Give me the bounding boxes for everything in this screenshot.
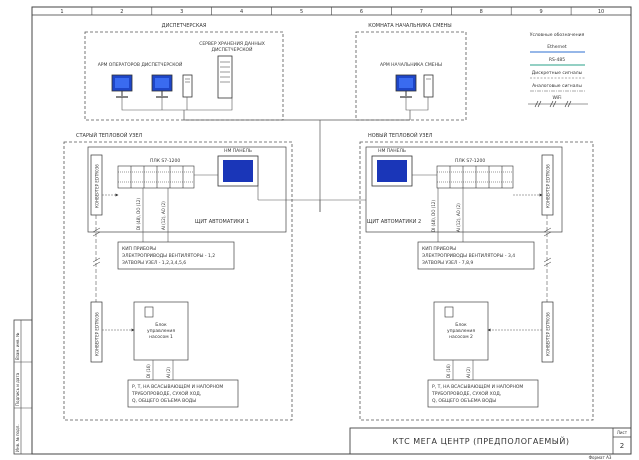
old-devices-line-3: ЗАТВОРЫ УЗЕЛ - 1,2,3,4,5,6 — [122, 260, 186, 266]
new-converter-bottom-label: КОНВЕРТЕР EDTR036 — [546, 312, 551, 356]
new-pump-line-1: Блок — [455, 322, 467, 328]
legend: Условные обозначения Ethernet RS-485 Дис… — [528, 32, 588, 108]
sheet-number: 2 — [620, 442, 624, 450]
ruler-column-number: 1 — [60, 9, 63, 15]
old-plc-label: ПЛК S7-1200 — [150, 158, 180, 164]
server-label-1: СЕРВЕР ХРАНЕНИЯ ДАННЫХ — [199, 41, 265, 47]
old-io-b: AI (12), AO (2) — [161, 201, 166, 230]
old-devices-line-1: КИП ПРИБОРЫ — [122, 246, 156, 252]
new-hmi-panel-icon — [371, 155, 413, 187]
column-ruler: 1 2 3 4 5 6 7 8 9 10 — [31, 6, 632, 16]
left-stamp: Инв. № подл. Подпись и дата Взам. инв. № — [13, 319, 33, 455]
plc-links — [102, 186, 366, 212]
operator-monitor-icon — [151, 74, 173, 98]
legend-title: Условные обозначения — [530, 32, 585, 38]
old-sensor-line-2: ТРУБОПРОВОДЕ, СУХОЙ ХОД, — [131, 390, 201, 397]
chief-monitor-icon — [395, 74, 417, 98]
operator-tower-icon — [182, 74, 193, 98]
new-sensor-line-2: ТРУБОПРОВОДЕ, СУХОЙ ХОД, — [431, 390, 501, 397]
new-pump-line-2: управления — [447, 329, 475, 334]
old-pump-line-2: управления — [147, 329, 175, 334]
old-heat-node: СТАРЫЙ ТЕПЛОВОЙ УЗЕЛ ЩИТ АВТОМАТИКИ 1 КО… — [63, 132, 293, 421]
chief-ws-label: АРМ НАЧАЛЬНИКА СМЕНЫ — [380, 62, 442, 68]
new-cabinet-label: ЩИТ АВТОМАТИКИ 2 — [367, 219, 421, 225]
ruler-column-number: 6 — [360, 9, 363, 15]
new-converter-top — [541, 154, 554, 216]
new-devices-line-2: ЭЛЕКТРОПРИВОДЫ ВЕНТИЛЯТОРЫ - 3,4 — [422, 253, 515, 259]
new-devices-line-1: КИП ПРИБОРЫ — [422, 246, 456, 252]
new-io-a: DI (48), DO (12) — [431, 200, 436, 232]
new-sensor-line-3: Q, ОБЩЕГО ОБЪЕМА ВОДЫ — [432, 398, 496, 404]
new-sensor-line-1: Р, Т, НА ВСАСЫВАЮЩЕМ И НАПОРНОМ — [432, 384, 523, 390]
title-block-title: КТС МЕГА ЦЕНТР (ПРЕДПОЛОГАЕМЫЙ) — [393, 435, 570, 446]
ruler-column-number: 4 — [240, 9, 243, 15]
old-converter-bottom-label: КОНВЕРТЕР EDTR036 — [95, 312, 100, 356]
new-heat-node: НОВЫЙ ТЕПЛОВОЙ УЗЕЛ ЩИТ АВТОМАТИКИ 2 НМ … — [359, 132, 594, 421]
stamp-label-inv: Инв. № подл. — [15, 424, 20, 452]
ruler-column-number: 9 — [540, 9, 543, 15]
title-block: КТС МЕГА ЦЕНТР (ПРЕДПОЛОГАЕМЫЙ) Лист 2 Ф… — [349, 427, 632, 460]
new-pump-line-3: насосом 2 — [449, 334, 473, 340]
new-node-title: НОВЫЙ ТЕПЛОВОЙ УЗЕЛ — [368, 132, 433, 139]
operator-ws-label: АРМ ОПЕРАТОРОВ ДИСПЕТЧЕРСКОЙ — [98, 61, 183, 68]
old-converter-top-label: КОНВЕРТЕР EDTR036 — [95, 164, 100, 208]
ethernet-backbone — [183, 110, 411, 212]
legend-item-rs485: RS-485 — [549, 57, 565, 63]
old-io-d: AI (2) — [166, 367, 171, 378]
new-plc-label: ПЛК S7-1200 — [455, 158, 485, 164]
chief-room-label: КОМНАТА НАЧАЛЬНИКА СМЕНЫ — [368, 23, 451, 29]
legend-item-wifi: WiFi — [552, 95, 561, 101]
old-io-c: DI (16) — [146, 364, 151, 378]
legend-item-discrete: Дискретные сигналы — [532, 70, 583, 76]
old-cabinet-label: ЩИТ АВТОМАТИКИ 1 — [195, 219, 249, 225]
stamp-label-repl: Взам. инв. № — [15, 333, 20, 360]
old-hmi-panel-icon — [217, 155, 259, 187]
new-hmi-label: НМ ПАНЕЛЬ — [378, 148, 406, 154]
old-pump-line-3: насосом 1 — [149, 334, 173, 340]
new-pump-block — [433, 301, 489, 361]
sheet-label: Лист — [617, 430, 628, 435]
new-converter-top-label: КОНВЕРТЕР EDTR036 — [546, 164, 551, 208]
new-io-d: AI (2) — [466, 367, 471, 378]
legend-item-analog: Аналоговые сигналы — [532, 83, 582, 89]
legend-item-ethernet: Ethernet — [547, 44, 567, 50]
old-pump-device-icon — [144, 306, 154, 318]
old-hmi-label: НМ ПАНЕЛЬ — [224, 148, 252, 154]
dispatch-room: ДИСПЕТЧЕРСКАЯ АРМ ОПЕРАТОРОВ ДИСПЕТЧЕРСК… — [84, 23, 284, 121]
ruler-column-number: 8 — [480, 9, 483, 15]
operator-monitor-icon — [111, 74, 133, 98]
chief-room: КОМНАТА НАЧАЛЬНИКА СМЕНЫ АРМ НАЧАЛЬНИКА … — [355, 23, 467, 121]
format-label: Формат А3 — [589, 455, 612, 460]
server-rack-icon — [217, 55, 233, 99]
old-io-a: DI (48), DO (12) — [136, 198, 141, 230]
old-pump-line-1: Блок — [155, 322, 167, 328]
new-plc-module — [436, 165, 514, 189]
legend-wifi-symbol — [528, 100, 588, 108]
old-converter-bottom — [90, 301, 103, 363]
new-io-b: AI (12), AO (2) — [456, 203, 461, 232]
dispatch-room-label: ДИСПЕТЧЕРСКАЯ — [162, 23, 207, 29]
ruler-column-number: 2 — [120, 9, 123, 15]
old-plc-module — [117, 165, 195, 189]
new-converter-bottom — [541, 301, 554, 363]
old-sensor-line-1: Р, Т, НА ВСАСЫВАЮЩЕМ И НАПОРНОМ — [132, 384, 223, 390]
old-sensor-line-3: Q, ОБЩЕГО ОБЪЕМА ВОДЫ — [132, 398, 196, 404]
chief-tower-icon — [423, 74, 434, 98]
ruler-column-number: 5 — [300, 9, 303, 15]
ruler-column-number: 3 — [180, 9, 183, 15]
ruler-column-number: 10 — [598, 9, 604, 15]
new-io-c: DI (16) — [446, 364, 451, 378]
new-pump-device-icon — [444, 306, 454, 318]
new-devices-line-3: ЗАТВОРЫ УЗЕЛ - 7,8,9 — [422, 260, 473, 266]
old-pump-block — [133, 301, 189, 361]
old-devices-line-2: ЭЛЕКТРОПРИВОДЫ ВЕНТИЛЯТОРЫ - 1,2 — [122, 253, 215, 259]
old-node-title: СТАРЫЙ ТЕПЛОВОЙ УЗЕЛ — [76, 132, 142, 139]
server-label-2: ДИСПЕТЧЕРСКОЙ — [212, 46, 253, 53]
old-converter-top — [90, 154, 103, 216]
ruler-column-number: 7 — [420, 9, 423, 15]
stamp-label-sign: Подпись и дата — [15, 372, 20, 406]
